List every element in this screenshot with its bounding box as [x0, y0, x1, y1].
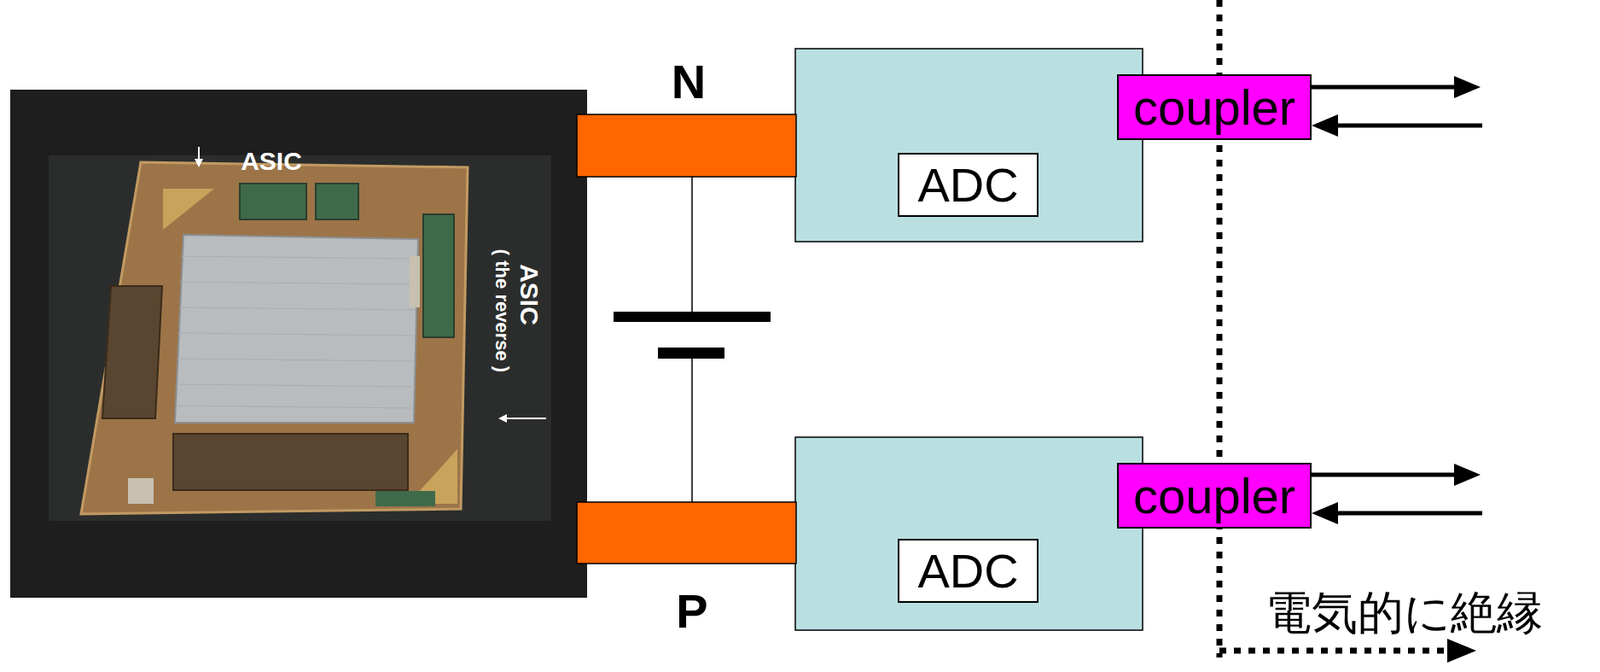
part-name: ASIC — [516, 263, 542, 326]
sensor-strips — [175, 256, 417, 408]
photo-panel — [10, 89, 588, 598]
board-part — [128, 477, 154, 504]
electrode-name: N — [671, 58, 706, 106]
chip — [423, 214, 454, 338]
arrow-head — [1454, 463, 1481, 486]
board-part — [409, 256, 420, 308]
adc-box: ADC — [897, 538, 1039, 603]
connector — [375, 490, 436, 507]
photo-background — [48, 155, 552, 521]
signal-arrow — [1336, 511, 1483, 516]
pointer-arrow — [197, 146, 200, 161]
board-slot — [102, 285, 163, 419]
readout-board — [795, 48, 1143, 242]
coupler-box: coupler — [1117, 74, 1312, 140]
signal-arrow — [1311, 85, 1456, 90]
electrode-name: P — [675, 587, 708, 635]
arrow-head — [1311, 501, 1339, 524]
box-label: coupler — [1133, 82, 1296, 133]
pointer-arrow — [194, 158, 204, 168]
arrow-head — [1447, 638, 1477, 663]
electrode-bar — [576, 114, 797, 177]
detector-board — [81, 162, 468, 514]
bond-pads — [162, 188, 215, 230]
part-note: ( the reverse ) — [492, 249, 512, 373]
box-label: ADC — [917, 546, 1019, 595]
pointer-arrow — [505, 417, 547, 419]
box-label: ADC — [917, 161, 1019, 210]
arrow-head — [1311, 114, 1339, 137]
silicon-sensor — [174, 234, 419, 423]
electrode-bar — [576, 501, 797, 564]
pointer-arrow — [498, 413, 507, 423]
battery-symbol — [657, 347, 725, 359]
battery-symbol — [613, 311, 771, 322]
asic-chip — [239, 183, 307, 220]
isolation-line — [1219, 647, 1451, 654]
isolation-note: 電気的に絶縁 — [1265, 588, 1543, 635]
signal-arrow — [1311, 472, 1456, 478]
coupler-box: coupler — [1117, 462, 1312, 529]
box-label: coupler — [1133, 471, 1296, 521]
adc-box: ADC — [897, 152, 1039, 217]
readout-board — [795, 436, 1143, 630]
part-name: ASIC — [240, 148, 303, 175]
wire — [691, 176, 693, 313]
arrow-head — [1454, 75, 1481, 99]
board-slot — [173, 433, 408, 490]
chip — [315, 183, 359, 220]
signal-arrow — [1336, 123, 1483, 128]
wire — [691, 357, 693, 502]
